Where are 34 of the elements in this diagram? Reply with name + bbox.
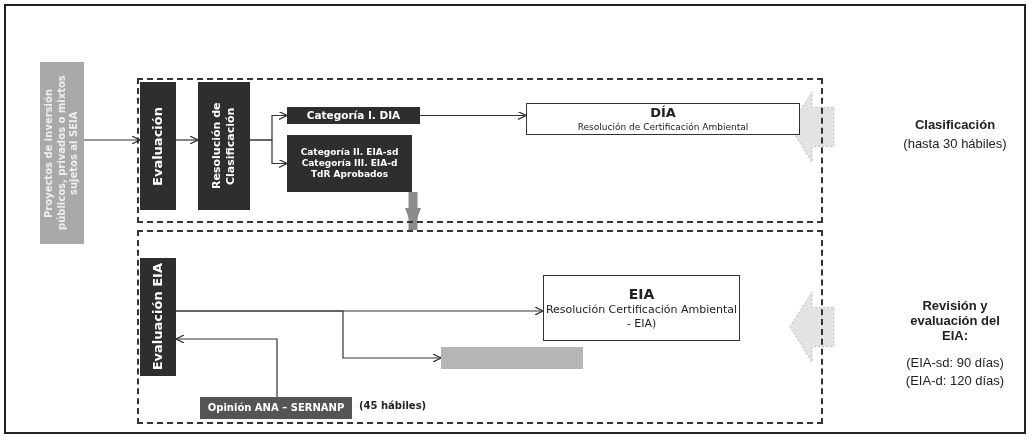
block-arrow <box>405 192 421 230</box>
duration-text: (EIA-sd: 90 días) <box>905 355 1005 370</box>
duration-text: (EIA-d: 120 días) <box>904 373 1006 388</box>
process-box <box>140 82 176 210</box>
project-box <box>40 62 84 244</box>
box-text: Opinión ANA – SERNANP <box>207 401 345 415</box>
result-box <box>526 103 800 135</box>
arrow <box>175 334 278 398</box>
stage-region <box>137 230 823 424</box>
duration-text: (hasta 30 hábiles) <box>902 136 1008 151</box>
duration-text: (45 hábiles) <box>359 400 427 411</box>
arrow <box>249 139 288 169</box>
category-box <box>287 135 412 192</box>
box-text: Proyectos de inversión públicos, privados o mixtos sujetos al SEIA <box>43 74 81 233</box>
box-text: Resolución de Clasificación <box>210 101 238 192</box>
box-title: DÍA <box>650 105 676 122</box>
box-title: EIA <box>628 285 655 303</box>
box-text: Categoría II. EIA-sd Categoría III. EIA-d TdR Aprobados <box>299 146 400 181</box>
box-text: Evaluación <box>149 106 166 186</box>
arrow <box>175 310 442 363</box>
phase-label: Clasificación <box>913 117 997 132</box>
arrow <box>175 135 199 145</box>
box-text: Resolución Certificación Ambiental - EIA) <box>544 303 739 331</box>
stage-region <box>137 78 823 223</box>
result-box <box>543 275 740 341</box>
phase-label: Revisión y evaluación del EIA: <box>909 298 1001 343</box>
process-box <box>198 82 250 210</box>
outcome-box <box>441 347 583 369</box>
process-box <box>140 258 176 376</box>
arrow <box>419 110 527 121</box>
box-text: Resolución de Certificación Ambiental <box>577 121 749 133</box>
category-box <box>287 107 420 124</box>
box-text: Evaluación EIA <box>149 263 166 371</box>
box-text: Categoría I. DIA <box>306 108 401 123</box>
